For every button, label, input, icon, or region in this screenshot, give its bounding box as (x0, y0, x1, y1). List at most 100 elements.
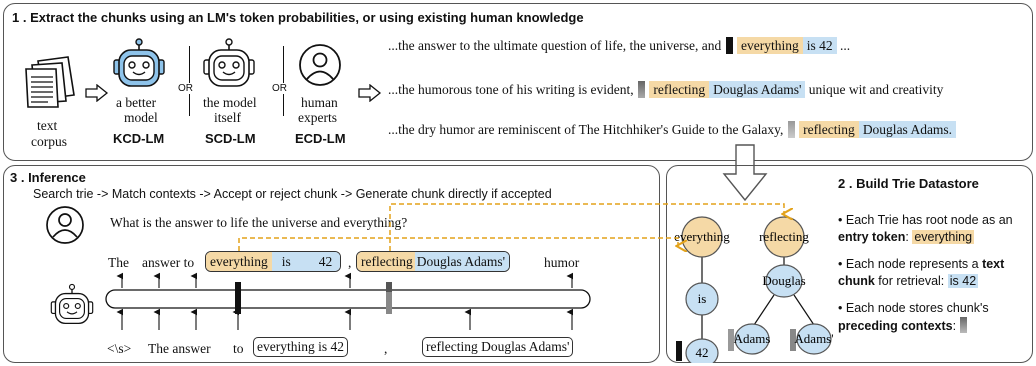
label-adams-apostrophe: Adams' (794, 331, 833, 346)
gen-chunk-2: reflecting Douglas Adams' (356, 251, 511, 272)
chunk-entry-token: reflecting (799, 121, 859, 138)
input-chunk-1: everything is 42 (253, 337, 348, 357)
section2-panel (666, 165, 1033, 363)
label-douglas: Douglas (762, 273, 805, 288)
gen-token-comma: , (348, 255, 352, 270)
divider (189, 46, 190, 116)
bullet-2-bold: text chunk (838, 257, 1005, 288)
section2-title: 2 . Build Trie Datastore (838, 176, 979, 191)
robot-color-icon (113, 38, 165, 87)
kcd-desc-1: a better (116, 95, 157, 110)
label-adams: Adams (734, 331, 771, 346)
example-2-context: ...the humorous tone of his writing is e… (388, 82, 634, 97)
prob-bar-black (725, 37, 733, 54)
bullet-dot: • (838, 213, 846, 227)
example-sentence-2: ...the humorous tone of his writing is e… (388, 81, 943, 98)
context-bar-gray (728, 329, 734, 351)
section3-subtitle: Search trie -> Match contexts -> Accept … (33, 187, 552, 201)
prob-bar-gray (637, 81, 645, 98)
context-bar-gray (959, 317, 967, 333)
entry-token-everything: everything (206, 252, 272, 271)
example-3-context: ...the dry humor are reminiscent of The … (388, 122, 784, 137)
bullet-2-highlight: is 42 (947, 274, 979, 288)
chunk-douglas-adams: Douglas Adams' (414, 252, 510, 271)
input-token-eos: <\s> (107, 341, 132, 356)
bullet-2-text: Each node represents a (845, 257, 983, 271)
or-label-1: OR (178, 83, 193, 94)
robot-icon (50, 283, 94, 325)
example-sentence-1: ...the answer to the ultimate question o… (388, 37, 850, 54)
trie-node-douglas (765, 264, 803, 298)
example-1-ellipsis: ... (840, 38, 851, 53)
chunk-42: 42 (304, 252, 341, 271)
bullet-preceding-contexts: • Each node stores chunk's preceding con… (838, 300, 1034, 335)
context-bar-black (676, 341, 682, 361)
bullet-1-text: Each Trie has root node as an (845, 213, 1013, 227)
example-2-continuation: unique wit and creativity (808, 82, 944, 97)
section3-panel (3, 165, 660, 363)
bullet-text-chunk: • Each node represents a text chunk for … (838, 256, 1034, 290)
label-42: 42 (696, 345, 709, 360)
input-token-the-answer: The answer (148, 341, 211, 356)
arrow-down-icon (722, 144, 768, 202)
person-icon (299, 44, 341, 86)
kcd-desc-2: model (124, 110, 158, 125)
scd-desc-1: the model (203, 95, 257, 110)
bullet-2-mid: for retrieval: (874, 274, 948, 288)
document-stack-icon (25, 56, 75, 108)
corpus-label-2: corpus (31, 134, 67, 149)
gen-chunk-1: everything is 42 (205, 251, 342, 272)
gen-token-answer-to: answer to (142, 255, 195, 270)
chunk-is: is (271, 252, 305, 271)
or-label-2: OR (272, 83, 287, 94)
section1-title: 1 . Extract the chunks using an LM's tok… (12, 10, 584, 25)
ecd-lm-label: ECD-LM (295, 131, 346, 146)
arrow-right-icon (358, 84, 382, 102)
kcd-lm-label: KCD-LM (113, 131, 165, 146)
label-is: is (698, 291, 707, 306)
input-token-to: to (233, 341, 244, 356)
person-icon (46, 206, 84, 244)
prob-bar-light (787, 121, 795, 138)
label-everything: everything (674, 229, 730, 244)
scd-lm-label: SCD-LM (205, 131, 256, 146)
model-pipeline (105, 272, 591, 330)
chunk-entry-token: everything (737, 37, 803, 54)
section1-panel (3, 3, 1033, 161)
trie-node-is (685, 282, 719, 316)
corpus-label-1: text (37, 118, 58, 133)
ecd-desc-2: experts (298, 110, 337, 125)
trie-node-adams-apostrophe (796, 323, 832, 355)
context-bar-gray (790, 329, 796, 351)
chunk-text: is 42 (802, 37, 837, 54)
entry-token-reflecting: reflecting (357, 252, 415, 271)
bullet-3-colon: : (952, 319, 957, 333)
bullet-3-bold: preceding contexts (838, 319, 953, 333)
example-sentence-3: ...the dry humor are reminiscent of The … (388, 121, 957, 138)
bullet-dot: • (838, 301, 846, 315)
user-question: What is the answer to life the universe … (110, 215, 408, 230)
bullet-3-text: Each node stores chunk's (845, 301, 989, 315)
chunk-text: Douglas Adams' (709, 81, 806, 98)
scd-desc-2: itself (214, 110, 241, 125)
trie-node-42 (685, 338, 719, 363)
bullet-entry-token: • Each Trie has root node as an entry to… (838, 212, 1034, 246)
arrow-right-icon (85, 84, 109, 102)
gen-token-humor: humor (544, 255, 580, 270)
trie-graph: everything reflecting is Douglas 42 Adam… (674, 216, 834, 363)
bullet-1-bold: entry token (838, 230, 906, 244)
robot-icon (203, 38, 255, 87)
label-reflecting: reflecting (759, 229, 809, 244)
trie-node-adams (734, 323, 770, 355)
bullet-1-highlight: everything (912, 230, 975, 244)
section3-title: 3 . Inference (10, 170, 86, 185)
chunk-text: Douglas Adams. (858, 121, 957, 138)
ecd-desc-1: human (301, 95, 338, 110)
bullet-dot: • (838, 257, 846, 271)
gen-token-the: The (108, 255, 129, 270)
divider (283, 46, 284, 116)
chunk-entry-token: reflecting (649, 81, 710, 98)
example-1-context: ...the answer to the ultimate question o… (388, 38, 722, 53)
input-chunk-2: reflecting Douglas Adams' (422, 337, 574, 357)
input-token-comma: , (384, 341, 388, 356)
